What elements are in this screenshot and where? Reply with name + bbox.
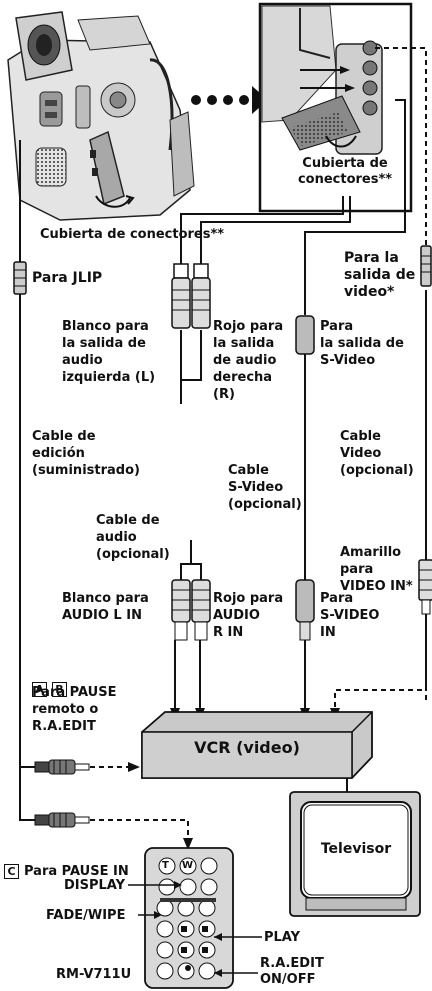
plug-video-out: [420, 245, 432, 287]
label-pause-remote: Para PAUSE remoto o R.A.EDIT: [32, 685, 117, 734]
badge-b: B: [52, 681, 67, 697]
plug-audio-out-red: [191, 263, 211, 329]
label-tv: Televisor: [320, 841, 392, 857]
label-cover-connectors-top: Cubierta de conectores**: [297, 156, 393, 187]
label-white-audio-in: Blanco para AUDIO L IN: [62, 591, 149, 623]
label-play: PLAY: [264, 930, 301, 945]
label-audio-cable: Cable de audio (opcional): [96, 513, 170, 562]
label-red-audio-in: Rojo para AUDIO R IN: [213, 591, 284, 640]
dashed-links: [90, 640, 427, 840]
plug-remote-pause: [34, 759, 90, 775]
remote-pointer-arrows: [154, 881, 222, 977]
label-display: DISPLAY: [64, 878, 126, 893]
plug-pause-in: [34, 812, 90, 828]
label-svideo-cable: Cable S-Video (opcional): [228, 463, 302, 512]
plug-audio-out-white: [171, 263, 191, 329]
television-illustration: [289, 791, 421, 917]
label-yellow-video-in: Amarillo para VIDEO IN*: [340, 545, 413, 594]
cables: [19, 47, 427, 821]
badge-c: C: [4, 864, 19, 879]
label-cover-connectors-left: Cubierta de conectores**: [40, 227, 225, 242]
plug-jlip-top: [13, 261, 27, 295]
label-video-cable: Cable Video (opcional): [340, 429, 414, 478]
label-vcr: VCR (video): [194, 738, 300, 757]
vcr-illustration: [141, 711, 373, 779]
zoom-indicator: [191, 86, 268, 114]
label-video-out: Para la salida de video*: [344, 250, 416, 300]
label-pause-in-row: C Para PAUSE IN: [4, 846, 129, 880]
remote-key-t: T: [162, 860, 169, 871]
label-fade-wipe: FADE/WIPE: [46, 908, 126, 923]
plug-audio-in-red: [191, 579, 211, 641]
label-remote-model: RM-V711U: [56, 967, 132, 982]
remote-key-w: W: [182, 860, 194, 871]
plug-svideo-out: [295, 315, 315, 355]
badge-a: A: [32, 681, 47, 697]
plug-svideo-in: [295, 579, 315, 641]
label-svideo-out: Para la salida de S-Video: [320, 319, 404, 368]
camcorder-illustration: [7, 11, 195, 221]
label-pause-in: Para PAUSE IN: [24, 864, 129, 879]
remote-control-illustration: [144, 847, 234, 989]
label-svideo-in: Para S-VIDEO IN: [320, 591, 380, 640]
label-jlip: Para JLIP: [32, 270, 103, 286]
label-edit-cable: Cable de edición (suministrado): [32, 429, 140, 478]
connector-detail-box: [258, 2, 413, 213]
label-white-audio-out: Blanco para la salida de audio izquierda…: [62, 319, 156, 385]
label-red-audio-out: Rojo para la salida de audio derecha (R): [213, 319, 284, 402]
plug-video-in: [418, 559, 432, 615]
label-ra-edit: R.A.EDIT ON/OFF: [260, 956, 324, 987]
plug-audio-in-white: [171, 579, 191, 641]
